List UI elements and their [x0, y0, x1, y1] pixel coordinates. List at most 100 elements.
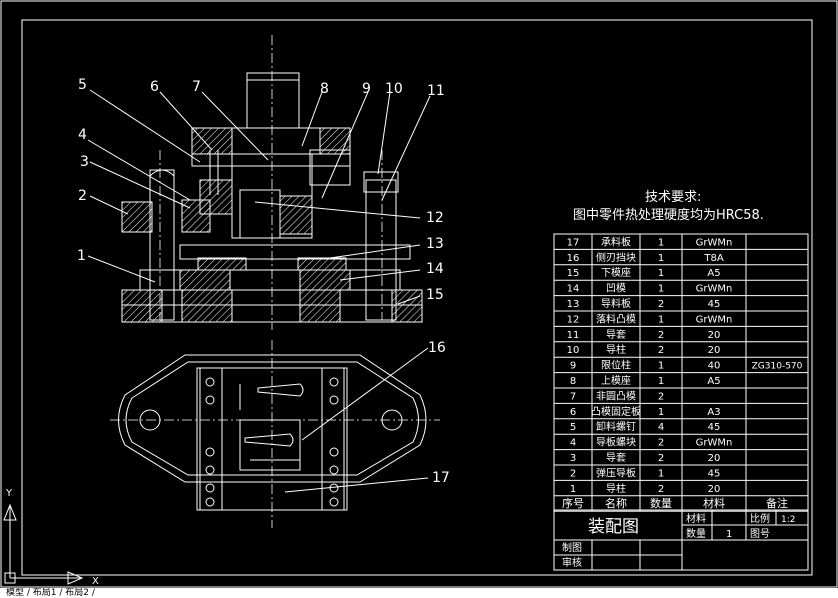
bom-cell: 11 [567, 330, 580, 341]
bom-cell: 3 [570, 453, 576, 464]
bom-cell: 12 [567, 314, 580, 325]
layout-tabs-label[interactable]: 模型 / 布局1 / 布局2 / [6, 588, 95, 598]
qty-value: 1 [726, 529, 732, 540]
callout-11: 11 [427, 83, 445, 99]
callout-12: 12 [426, 210, 444, 226]
drawing-no-label: 图号 [750, 528, 770, 540]
bom-cell: 20 [708, 345, 721, 356]
bom-cell: 1 [570, 484, 576, 495]
bom-cell: 2 [658, 438, 664, 449]
ucs-icon: Y X [3, 488, 99, 587]
callout-6: 6 [150, 79, 159, 95]
bom-cell: 2 [658, 330, 664, 341]
inner-frame [21, 19, 813, 576]
callout-labels: 5 6 7 8 9 10 11 4 3 2 1 12 13 14 15 16 1… [77, 77, 450, 486]
drawing-name: 装配图 [588, 517, 639, 537]
bom-cell: 1 [658, 237, 664, 248]
bom-cell: 14 [567, 284, 580, 295]
bom-cell: 1 [658, 314, 664, 325]
bom-cell: 非圆凸模 [596, 390, 636, 402]
bom-cell: 下模座 [601, 266, 631, 279]
callout-leaders [87, 89, 431, 493]
bom-cell: 上模座 [601, 374, 631, 387]
bom-header-cell: 序号 [562, 496, 584, 510]
bom-cell: 导套 [606, 451, 626, 464]
section-view [121, 35, 423, 330]
callout-10: 10 [385, 81, 403, 97]
callout-14: 14 [426, 261, 444, 277]
drawn-by-label: 制图 [562, 541, 582, 554]
bom-cell: 限位柱 [601, 359, 631, 372]
ucs-y-label: Y [5, 488, 13, 499]
bom-cell: 45 [708, 468, 721, 479]
bom-cell: 40 [708, 361, 721, 372]
bom-cell: 凸模固定板 [591, 405, 641, 418]
bom-header-cell: 材料 [703, 496, 725, 510]
bom-cell: GrWMn [696, 438, 733, 449]
bom-cell: 凹模 [606, 283, 626, 295]
callout-3: 3 [80, 154, 89, 170]
bom-cell: 导料板 [601, 297, 631, 310]
title-block: 装配图 材料 比例 1:2 数量 1 图号 制图 审核 [553, 509, 809, 571]
bom-cell: 1 [658, 468, 664, 479]
callout-2: 2 [78, 188, 87, 204]
checked-by-label: 审核 [562, 556, 582, 569]
bom-cell: 45 [708, 422, 721, 433]
plan-view [110, 340, 440, 528]
bom-cell: A5 [707, 268, 720, 279]
bom-cell: 4 [658, 422, 664, 433]
bom-cell: 2 [658, 453, 664, 464]
bom-cell: 20 [708, 484, 721, 495]
bom-cell: 1 [658, 407, 664, 418]
bom-cell: 8 [570, 376, 576, 387]
bom-header-cell: 备注 [766, 496, 788, 510]
bom-cell: 6 [570, 407, 576, 418]
bom-cell: GrWMn [696, 237, 733, 248]
bom-cell: 落料凸模 [596, 312, 636, 325]
bom-cell: 1 [658, 268, 664, 279]
bom-cell: 侧刃挡块 [596, 251, 636, 264]
callout-9: 9 [362, 81, 371, 97]
callout-4: 4 [78, 127, 87, 143]
layout-tabs-bar[interactable]: 模型 / 布局1 / 布局2 / [0, 588, 838, 598]
bom-cell: 20 [708, 330, 721, 341]
callout-15: 15 [426, 287, 444, 303]
bom-cell: 导板螺块 [596, 436, 636, 449]
bom-cell: 17 [567, 237, 580, 248]
callout-8: 8 [320, 81, 329, 97]
tech-note: 图中零件热处理硬度均为HRC58. [573, 207, 764, 223]
bom-cell: 导套 [606, 328, 626, 341]
bom-cell: 2 [658, 299, 664, 310]
bom-cell: 2 [570, 468, 576, 479]
bom-cell: 2 [658, 391, 664, 402]
bom-cell: 1 [658, 284, 664, 295]
bom-cell: 5 [570, 422, 576, 433]
bom-cell: 13 [567, 299, 580, 310]
bom-cell: A3 [707, 407, 720, 418]
callout-13: 13 [426, 236, 444, 252]
callout-7: 7 [192, 79, 201, 95]
bom-cell: 9 [570, 361, 576, 372]
ucs-x-label: X [92, 576, 99, 587]
bom-header-cell: 名称 [605, 496, 627, 510]
bom-cell: T8A [703, 253, 723, 264]
bom-cell: 1 [658, 376, 664, 387]
callout-5: 5 [78, 77, 87, 93]
bom-cell: 16 [567, 253, 580, 264]
bom-cell: GrWMn [696, 314, 733, 325]
material-label: 材料 [686, 512, 706, 525]
bom-cell: 7 [570, 391, 576, 402]
bom-header-cell: 数量 [650, 497, 672, 510]
bom-cell: A5 [707, 376, 720, 387]
bom-cell: ZG310-570 [752, 362, 803, 372]
bom-cell: 1 [658, 361, 664, 372]
bom-cell: 2 [658, 345, 664, 356]
callout-16: 16 [428, 340, 446, 356]
bom-cell: 1 [658, 253, 664, 264]
tech-heading: 技术要求: [645, 190, 701, 205]
bom-cell: 45 [708, 299, 721, 310]
bom-cell: 卸料螺钉 [596, 420, 636, 433]
